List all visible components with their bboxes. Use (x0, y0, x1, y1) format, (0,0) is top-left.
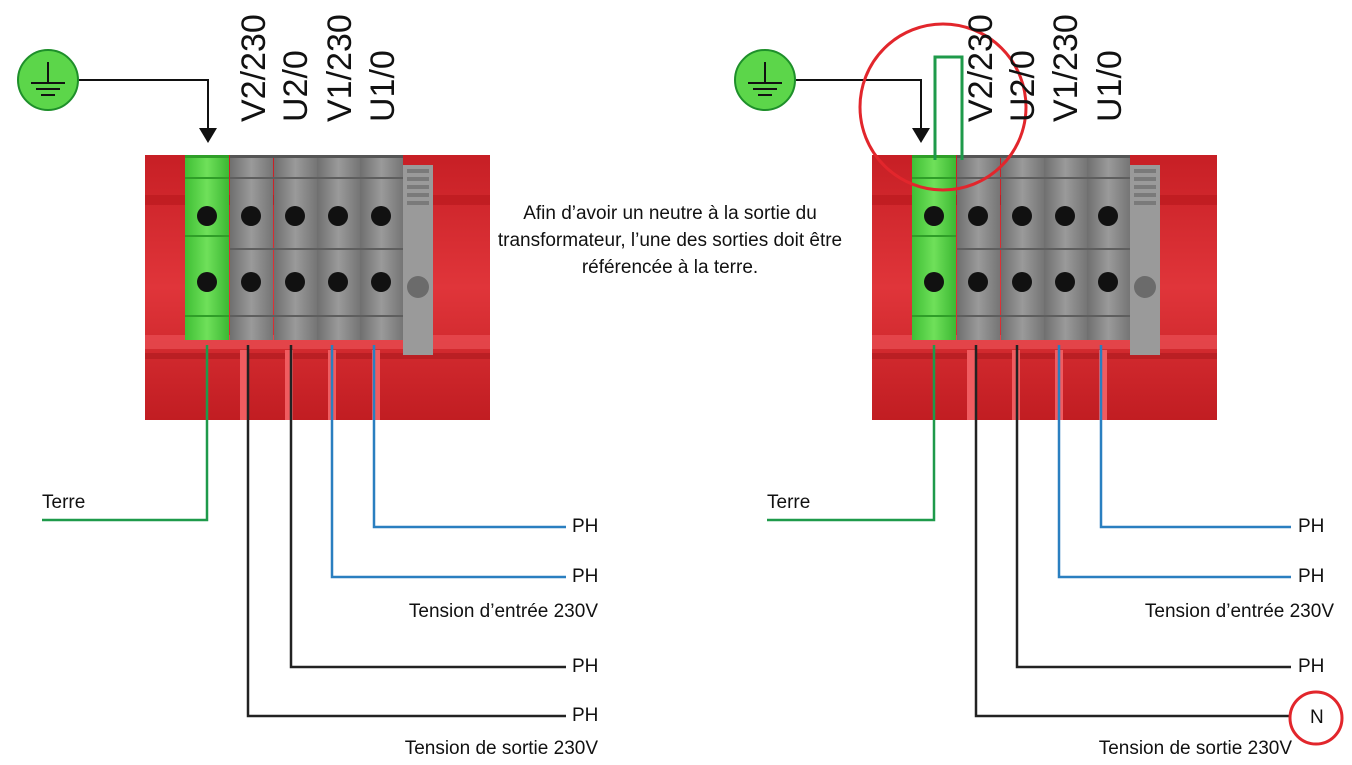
right-output-ph-1: PH (1298, 516, 1325, 537)
right-wire-u1 (1099, 345, 1291, 529)
left-earth-arrow (79, 79, 209, 128)
right-diagram (734, 22, 1344, 746)
right-earth-label: Terre (767, 492, 811, 513)
terminal-label-u1-right: U1/0 (1091, 50, 1129, 122)
right-wire-v1 (1057, 345, 1291, 579)
highlight-circle-neutral (1288, 690, 1344, 746)
right-earth-arrow (796, 79, 922, 128)
left-wire-earth (42, 345, 209, 522)
left-output-ph-1: PH (572, 516, 599, 537)
left-output-caption: Tension de sortie 230V (404, 738, 598, 759)
terminal-label-v1-left: V1/230 (321, 14, 359, 122)
terminal-label-v2-right: V2/230 (962, 14, 1000, 122)
right-output-ph-3: PH (1298, 656, 1325, 677)
left-wire-u2 (289, 345, 566, 669)
left-wire-v1 (330, 345, 566, 579)
left-earth-label: Terre (42, 492, 86, 513)
right-wire-v2 (974, 345, 1291, 718)
highlight-circle-bridge (858, 22, 1028, 192)
left-wire-v2 (246, 345, 566, 718)
left-output-ph-3: PH (572, 656, 599, 677)
terminal-label-u1-left: U1/0 (364, 50, 402, 122)
right-output-ph-2: PH (1298, 566, 1325, 587)
right-earth-ground-icon (734, 49, 796, 111)
terminal-label-v2-left: V2/230 (235, 14, 273, 122)
right-terminal-block (872, 155, 1217, 420)
left-wire-u1 (372, 345, 566, 529)
right-wire-earth (767, 345, 936, 522)
left-diagram (17, 49, 566, 718)
left-input-caption: Tension d’entrée 230V (408, 601, 598, 622)
left-terminal-block (145, 155, 490, 420)
left-earth-ground-icon (17, 49, 79, 111)
right-earth-bridge (933, 55, 964, 160)
left-output-ph-4: PH (572, 705, 599, 726)
terminal-label-u2-right: U2/0 (1004, 50, 1042, 122)
explanation-note: Afin d’avoir un neutre à la sortie du tr… (497, 203, 843, 278)
right-wire-u2 (1015, 345, 1291, 669)
terminal-label-u2-left: U2/0 (277, 50, 315, 122)
terminal-label-v1-right: V1/230 (1047, 14, 1085, 122)
right-output-caption: Tension de sortie 230V (1098, 738, 1292, 759)
right-input-caption: Tension d’entrée 230V (1144, 601, 1334, 622)
right-neutral-label: N (1310, 707, 1324, 728)
left-output-ph-2: PH (572, 566, 599, 587)
